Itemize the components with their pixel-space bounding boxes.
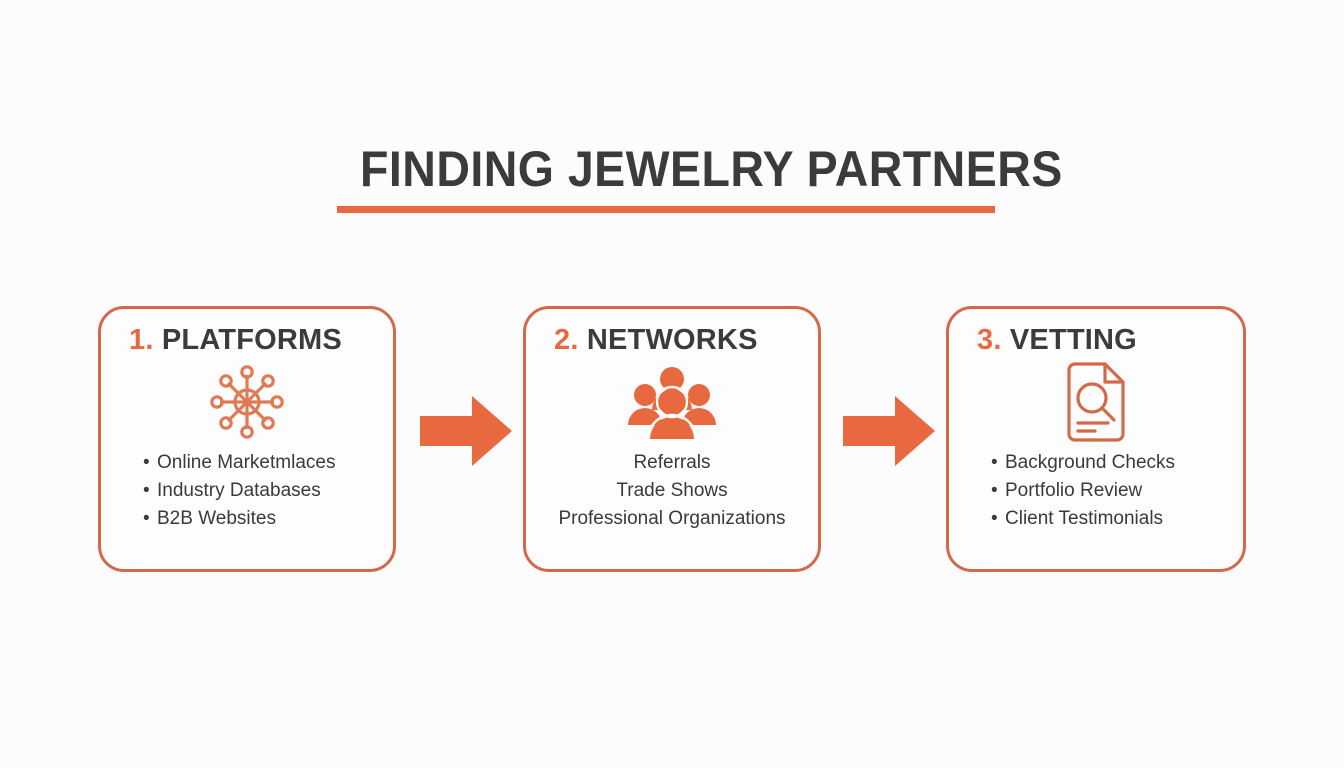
step-heading: 3. VETTING	[949, 323, 1137, 357]
list-item: Professional Organizations	[558, 508, 786, 529]
step-number: 1.	[129, 324, 154, 356]
step-heading: 1. PLATFORMS	[101, 323, 342, 357]
step-item-list: Online Marketmlaces Industry Databases B…	[101, 449, 393, 533]
page-title: FINDING JEWELRY PARTNERS	[360, 141, 1063, 197]
step-title: VETTING	[1009, 324, 1137, 356]
list-item: Portfolio Review	[991, 477, 1243, 505]
step-title: NETWORKS	[586, 324, 758, 356]
people-group-icon	[626, 363, 718, 441]
arrow-right-icon	[420, 394, 512, 468]
step-number: 3.	[977, 324, 1002, 356]
document-search-icon	[1061, 362, 1131, 442]
process-flow: 1. PLATFORMS	[0, 306, 1344, 576]
list-item: Client Testimonials	[991, 505, 1243, 533]
title-underline	[337, 206, 995, 213]
title-block: FINDING JEWELRY PARTNERS	[337, 140, 1063, 213]
arrow-right-icon	[843, 394, 935, 468]
step-card-platforms[interactable]: 1. PLATFORMS	[98, 306, 396, 572]
step-card-networks[interactable]: 2. NETWORKS	[523, 306, 821, 572]
step-title: PLATFORMS	[161, 324, 342, 356]
step-number: 2.	[554, 324, 579, 356]
list-item: Trade Shows	[616, 480, 728, 501]
step-heading: 2. NETWORKS	[526, 323, 758, 357]
network-hub-icon	[207, 363, 287, 441]
list-item: B2B Websites	[143, 505, 393, 533]
list-item: Industry Databases	[143, 477, 393, 505]
list-item: Referrals	[633, 452, 711, 473]
step-item-list: Referrals Trade Shows Professional Organ…	[526, 449, 818, 533]
step-card-vetting[interactable]: 3. VETTING Background Checks Portfolio R…	[946, 306, 1246, 572]
step-item-list: Background Checks Portfolio Review Clien…	[949, 449, 1243, 533]
list-item: Online Marketmlaces	[143, 449, 393, 477]
list-item: Background Checks	[991, 449, 1243, 477]
